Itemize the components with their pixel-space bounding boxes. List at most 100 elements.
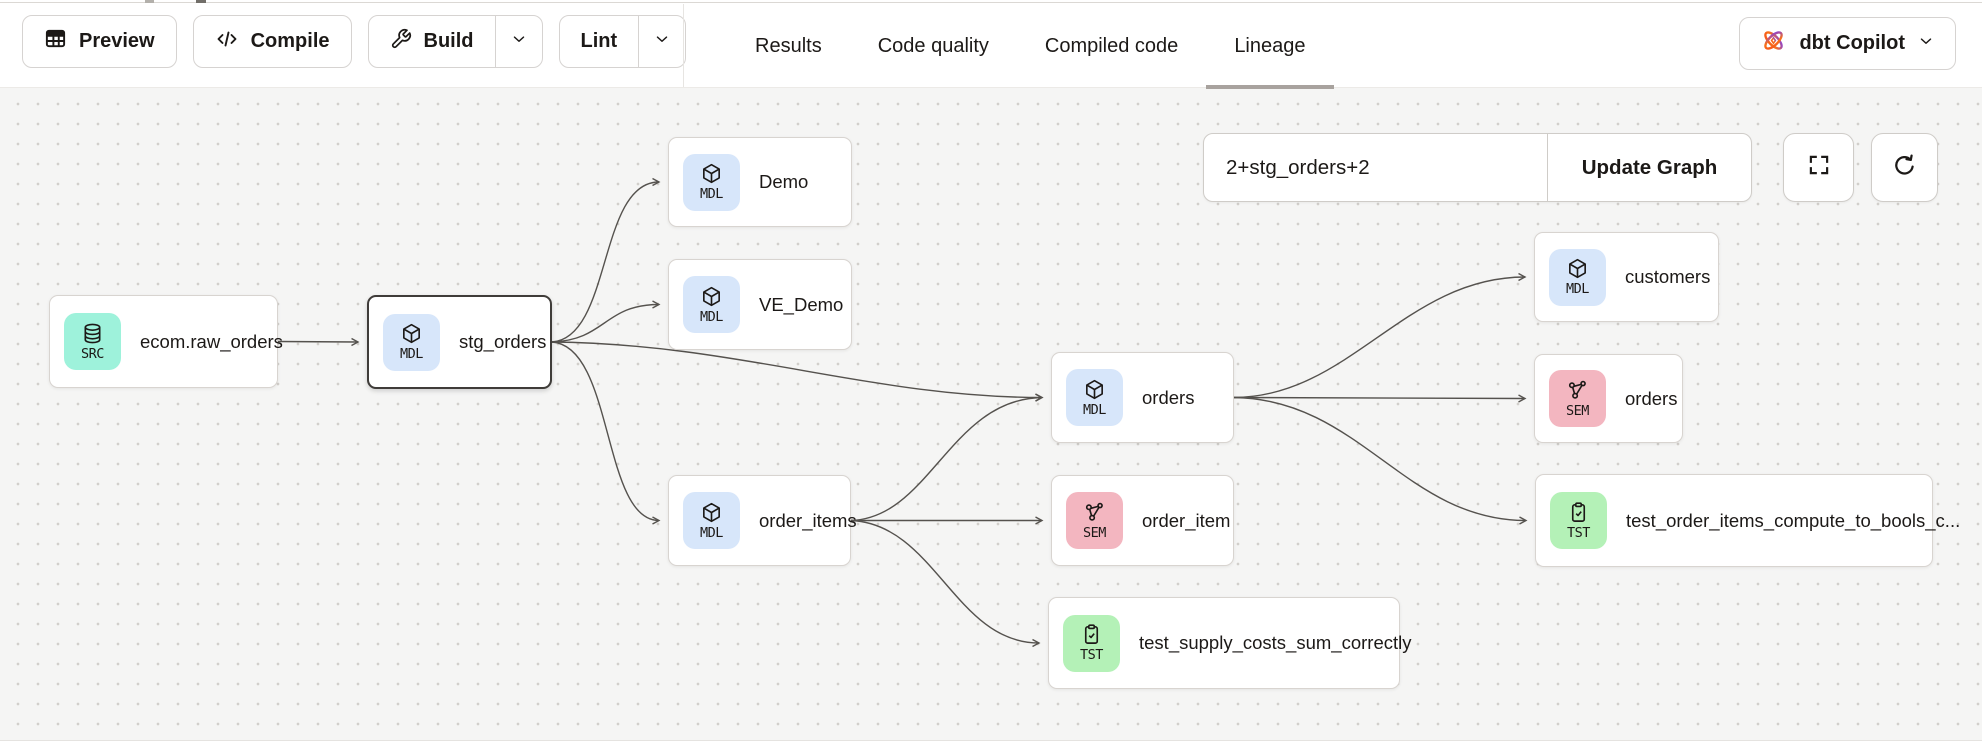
compile-button-label: Compile <box>250 30 330 52</box>
test-badge: TST <box>1063 614 1120 672</box>
button-divider <box>494 16 496 67</box>
refresh-button[interactable] <box>1871 133 1938 202</box>
node-label: orders <box>1625 387 1678 409</box>
node-ve-demo[interactable]: MDL VE_Demo <box>668 259 852 350</box>
badge-type-label: MDL <box>1083 401 1106 418</box>
node-label: order_item <box>1142 509 1231 531</box>
node-label: orders <box>1142 386 1195 408</box>
node-label: VE_Demo <box>759 293 844 315</box>
chevron-down-icon <box>1917 32 1935 56</box>
model-badge: MDL <box>683 492 740 549</box>
node-label: test_order_items_compute_to_bools_c... <box>1626 509 1961 531</box>
pane-top-edge <box>0 0 1982 3</box>
badge-type-label: MDL <box>700 308 723 325</box>
table-icon <box>44 27 67 56</box>
tab-code-quality[interactable]: Code quality <box>877 34 989 57</box>
edge-stg-to-ve-demo <box>551 300 661 343</box>
code-icon <box>215 27 239 57</box>
cube-icon <box>700 285 723 308</box>
lineage-edges <box>277 177 1528 648</box>
pane-bottom-edge <box>0 740 1982 748</box>
selector-divider <box>1547 134 1548 201</box>
wrench-icon <box>390 28 412 56</box>
model-badge: MDL <box>1549 248 1606 306</box>
node-demo[interactable]: MDL Demo <box>668 137 852 227</box>
lint-button-label: Lint <box>580 30 618 52</box>
edge-orders-to-orders-sem <box>1233 394 1527 403</box>
copilot-button-label: dbt Copilot <box>1799 32 1905 54</box>
selector-input[interactable]: 2+stg_orders+2 <box>1226 155 1370 179</box>
node-orders-semantic[interactable]: SEM orders <box>1534 354 1683 443</box>
fullscreen-icon <box>1806 152 1832 183</box>
build-dropdown-button[interactable] <box>496 16 542 67</box>
model-badge: MDL <box>383 313 440 371</box>
database-icon <box>81 322 104 345</box>
badge-type-label: MDL <box>700 186 723 202</box>
toolbar: Preview Compile Build <box>22 15 687 68</box>
semantic-badge: SEM <box>1549 370 1606 427</box>
compile-button[interactable]: Compile <box>192 15 352 68</box>
build-button-group: Build <box>367 15 543 68</box>
edge-order-items-to-orders <box>850 393 1044 522</box>
cube-icon <box>1083 378 1106 401</box>
badge-type-label: MDL <box>1566 281 1589 297</box>
badge-type-label: TST <box>1080 647 1103 663</box>
node-order-item-semantic[interactable]: SEM order_item <box>1051 475 1234 566</box>
edge-orders-to-customers <box>1233 272 1527 399</box>
badge-type-label: SRC <box>81 345 104 362</box>
cube-icon <box>700 162 723 185</box>
node-label: ecom.raw_orders <box>140 330 283 352</box>
node-stg-orders[interactable]: MDL stg_orders <box>367 295 552 389</box>
node-test-order-items[interactable]: TST test_order_items_compute_to_bools_c.… <box>1535 474 1960 567</box>
model-badge: MDL <box>1066 369 1123 426</box>
tab-compiled-code[interactable]: Compiled code <box>1044 34 1179 57</box>
button-divider <box>638 16 640 67</box>
model-badge: MDL <box>683 153 740 211</box>
lint-dropdown-button[interactable] <box>639 16 685 67</box>
node-test-supply-costs[interactable]: TST test_supply_costs_sum_correctly <box>1048 597 1411 689</box>
model-badge: MDL <box>683 276 740 333</box>
node-ecom-raw-orders[interactable]: SRC ecom.raw_orders <box>49 295 283 388</box>
preview-button-label: Preview <box>79 30 155 52</box>
tab-fragment <box>196 0 206 3</box>
node-customers[interactable]: MDL customers <box>1534 232 1719 322</box>
dbt-copilot-button[interactable]: dbt Copilot <box>1739 17 1956 70</box>
badge-type-label: MDL <box>400 346 423 362</box>
node-label: test_supply_costs_sum_correctly <box>1139 632 1412 653</box>
toolbar-tabs-divider <box>683 4 684 87</box>
lint-button[interactable]: Lint <box>560 16 639 67</box>
edge-ecom-to-stg <box>277 337 360 347</box>
chevron-down-icon <box>653 30 671 54</box>
preview-button[interactable]: Preview <box>22 15 177 68</box>
lineage-selector-bar: 2+stg_orders+2 Update Graph <box>1203 133 1752 202</box>
badge-type-label: MDL <box>700 524 723 541</box>
cube-icon <box>1566 257 1589 280</box>
header-bar: Preview Compile Build <box>0 4 1982 89</box>
build-button[interactable]: Build <box>369 16 495 67</box>
test-badge: TST <box>1550 492 1607 549</box>
node-label: stg_orders <box>459 331 547 352</box>
semantic-graph-icon <box>1566 379 1589 402</box>
semantic-graph-icon <box>1083 501 1106 524</box>
badge-type-label: SEM <box>1566 402 1589 419</box>
lineage-canvas[interactable]: SRC ecom.raw_orders MDL stg_orders MDL D… <box>0 88 1982 740</box>
tab-results[interactable]: Results <box>755 34 822 57</box>
tab-lineage[interactable]: Lineage <box>1206 4 1334 89</box>
node-label: order_items <box>759 509 857 531</box>
node-order-items[interactable]: MDL order_items <box>668 475 857 566</box>
fullscreen-button[interactable] <box>1783 133 1854 202</box>
badge-type-label: TST <box>1567 524 1590 541</box>
result-tabs: Results Code quality Compiled code Linea… <box>755 4 1334 89</box>
source-badge: SRC <box>64 313 121 370</box>
clipboard-check-icon <box>1080 623 1103 646</box>
node-orders-model[interactable]: MDL orders <box>1051 352 1234 443</box>
build-button-label: Build <box>423 30 474 52</box>
node-label: Demo <box>759 171 809 192</box>
edge-order-items-to-test-supply <box>850 519 1041 648</box>
cube-icon <box>400 322 423 345</box>
edge-stg-to-demo <box>551 177 661 343</box>
semantic-badge: SEM <box>1066 492 1123 549</box>
tab-fragment <box>145 0 154 3</box>
update-graph-button[interactable]: Update Graph <box>1581 155 1718 179</box>
chevron-down-icon <box>510 30 528 54</box>
